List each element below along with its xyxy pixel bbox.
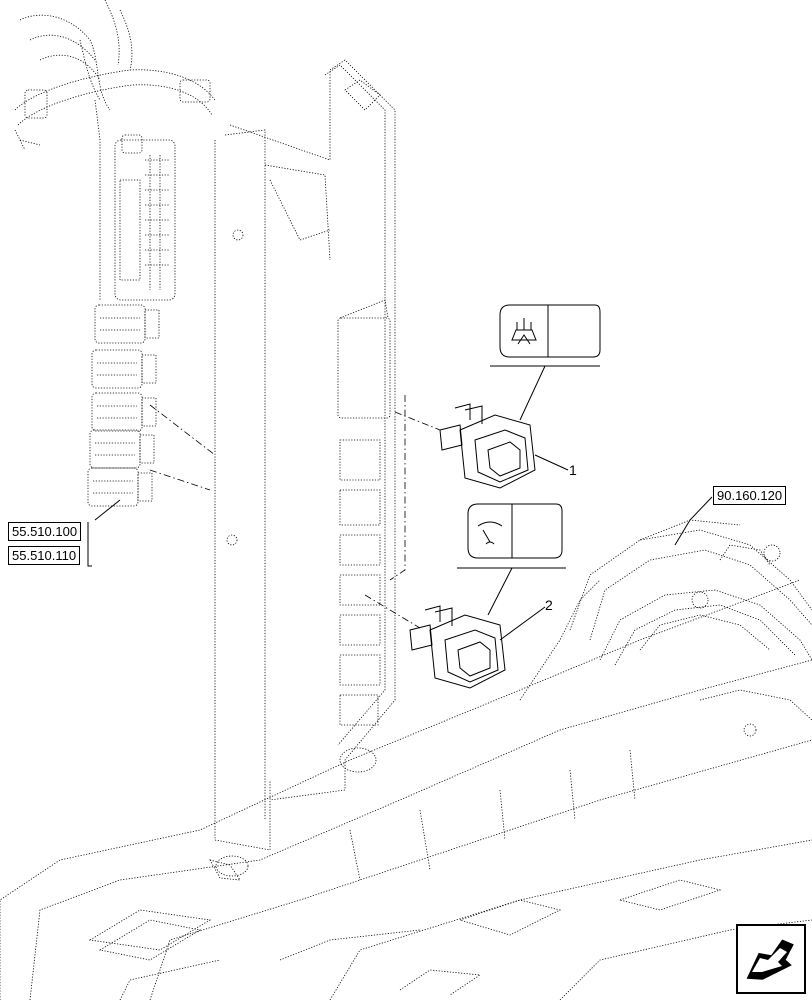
leader-ref-left bbox=[87, 499, 121, 567]
hvac-housing bbox=[569, 519, 812, 737]
ref-box-55-510-110[interactable]: 55.510.110 bbox=[8, 546, 81, 565]
next-page-arrow-icon[interactable] bbox=[736, 924, 806, 994]
wiring-harness bbox=[14, 0, 216, 300]
leader-ref-right bbox=[674, 496, 713, 546]
leader-2 bbox=[487, 567, 546, 641]
relay-module bbox=[91, 349, 157, 389]
rocker-switch-1 bbox=[389, 395, 536, 581]
fuse-box bbox=[114, 134, 176, 301]
callout-2: 2 bbox=[545, 597, 553, 613]
relay-modules bbox=[87, 304, 160, 507]
relay-leaders bbox=[149, 404, 216, 491]
callout-1: 1 bbox=[569, 462, 577, 478]
relay-module bbox=[87, 467, 153, 507]
cab-pillar bbox=[214, 59, 396, 851]
cab-floor-frame bbox=[0, 579, 812, 1000]
leader-1 bbox=[519, 365, 569, 471]
relay-module bbox=[89, 429, 155, 469]
ref-box-55-510-100[interactable]: 55.510.100 bbox=[8, 522, 82, 541]
rocker-switch-2 bbox=[364, 594, 506, 689]
relay-module bbox=[94, 304, 160, 344]
symbol-panel-2 bbox=[457, 503, 566, 569]
rear-window-washer-icon bbox=[511, 318, 537, 345]
rear-wiper-icon bbox=[477, 521, 503, 545]
ref-box-90-160-120[interactable]: 90.160.120 bbox=[713, 486, 787, 505]
relay-module bbox=[91, 392, 157, 432]
symbol-panel-1 bbox=[490, 304, 601, 367]
